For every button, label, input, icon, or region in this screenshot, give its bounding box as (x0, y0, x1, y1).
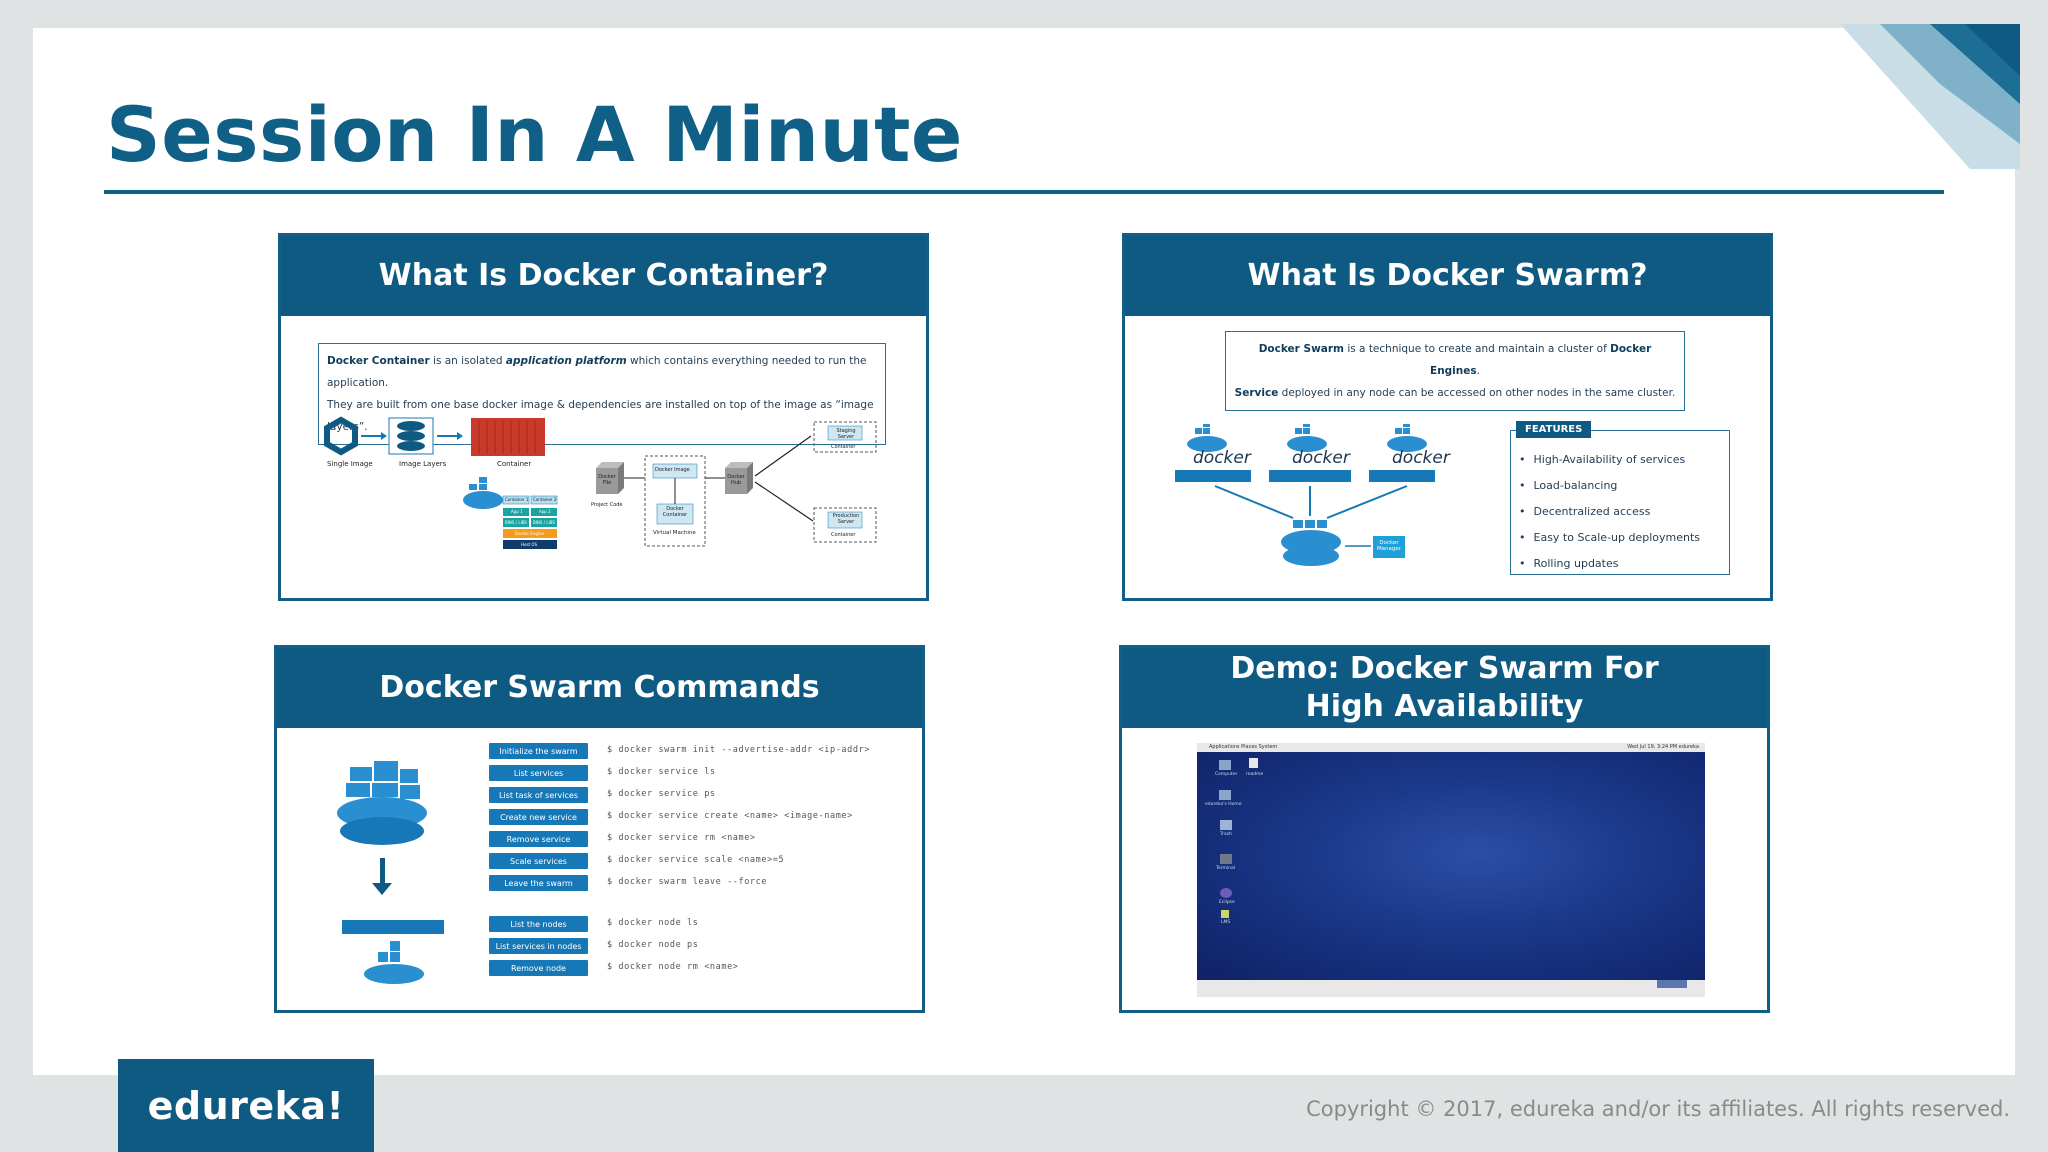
cmd-label-scale: Scale services (489, 853, 588, 869)
single-image-icon (324, 416, 358, 456)
copyright-text: Copyright © 2017, edureka and/or its aff… (1306, 1097, 2010, 1121)
cmd-label-create-service: Create new service (489, 809, 588, 825)
cmd-text: $ docker service scale <name>=5 (607, 855, 785, 865)
computer-icon (1219, 760, 1231, 770)
cmd-text: $ docker swarm init --advertise-addr <ip… (607, 745, 871, 755)
worker-node-icon (342, 920, 444, 984)
docker-whale-icon (463, 491, 503, 509)
corner-decoration (1840, 24, 2020, 169)
panel-title: Docker Swarm Commands (277, 648, 922, 728)
cmd-label-remove-service: Remove service (489, 831, 588, 847)
container-icon (471, 418, 545, 456)
definition-box: Docker Swarm is a technique to create an… (1225, 331, 1685, 411)
desktop-background: Computer readme edureka's Home Trash Ter… (1197, 752, 1705, 980)
terminal-icon (1220, 854, 1232, 864)
definition-box: Docker Container is an isolated applicat… (318, 343, 886, 445)
cmd-text: $ docker swarm leave --force (607, 877, 768, 887)
docker-node-label: docker (1292, 448, 1350, 468)
features-list: High-Availability of services Load-balan… (1519, 453, 1701, 583)
cmd-text: $ docker node rm <name> (607, 962, 739, 972)
cmd-text: $ docker service create <name> <image-na… (607, 811, 853, 821)
swarm-whale-stack-icon (337, 761, 427, 895)
folder-icon (1219, 790, 1231, 800)
page-title: Session In A Minute (106, 90, 963, 179)
features-tag: FEATURES (1516, 421, 1592, 438)
panel-title: What Is Docker Swarm? (1125, 236, 1770, 316)
cmd-label-remove-node: Remove node (489, 960, 588, 976)
feature-item: Easy to Scale-up deployments (1519, 531, 1701, 557)
cmd-label-list-nodes: List the nodes (489, 916, 588, 932)
edureka-logo: edureka! (118, 1059, 374, 1152)
feature-item: Rolling updates (1519, 557, 1700, 583)
cmd-label-list-task: List task of services (489, 787, 588, 803)
file-icon (1249, 758, 1258, 768)
docker-manager-label: Docker Manager (1376, 540, 1402, 552)
eclipse-icon (1220, 888, 1232, 898)
desktop-top-bar: Applications Places System Wed Jul 19, 3… (1197, 743, 1705, 752)
cmd-label-leave: Leave the swarm (489, 875, 588, 891)
cmd-text: $ docker service ps (607, 789, 716, 799)
docker-node-label: docker (1392, 448, 1450, 468)
feature-item: Load-balancing (1519, 479, 1700, 505)
features-box: FEATURES High-Availability of services L… (1510, 421, 1730, 575)
title-divider (104, 190, 1944, 194)
desktop-taskbar (1197, 980, 1705, 997)
panel-title: Demo: Docker Swarm For High Availability (1122, 648, 1767, 728)
feature-item: Decentralized access (1519, 505, 1700, 531)
panel-swarm-commands: Docker Swarm Commands Initialize the swa… (274, 645, 925, 1013)
cmd-text: $ docker service rm <name> (607, 833, 756, 843)
cmd-text: $ docker node ls (607, 918, 699, 928)
trash-icon (1220, 820, 1232, 830)
cmd-label-list-services: List services (489, 765, 588, 781)
panel-title: What Is Docker Container? (281, 236, 926, 316)
demo-desktop-screenshot: Applications Places System Wed Jul 19, 3… (1197, 743, 1705, 997)
cmd-text: $ docker service ls (607, 767, 716, 777)
panel-docker-swarm: What Is Docker Swarm? Docker Swarm is a … (1122, 233, 1773, 601)
cmd-label-initialize: Initialize the swarm (489, 743, 588, 759)
panel-docker-container: What Is Docker Container? Docker Contain… (278, 233, 929, 601)
swarm-diagram (1175, 424, 1435, 566)
docker-node-label: docker (1193, 448, 1251, 468)
cmd-label-node-ps: List services in nodes (489, 938, 588, 954)
cmd-text: $ docker node ps (607, 940, 699, 950)
panel-demo: Demo: Docker Swarm For High Availability… (1119, 645, 1770, 1013)
container-diagram (324, 416, 877, 549)
lms-icon (1221, 910, 1229, 918)
feature-item: High-Availability of services (1519, 453, 1700, 479)
